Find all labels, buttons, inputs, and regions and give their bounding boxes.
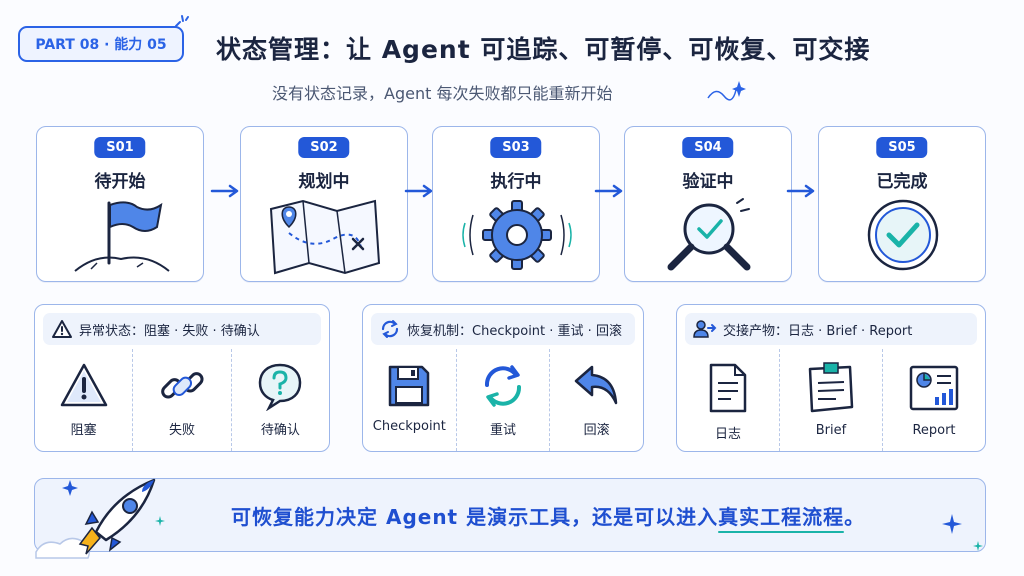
stage-card-s03: S03 执行中 bbox=[432, 126, 600, 282]
handoff-item-report: Report bbox=[882, 349, 985, 451]
stage-label: 待开始 bbox=[94, 172, 146, 192]
conclusion-highlight: 真实工程流程 bbox=[718, 505, 845, 529]
stage-card-s05: S05 已完成 bbox=[818, 126, 986, 282]
undo-icon bbox=[574, 365, 617, 405]
magnifier-check-icon bbox=[667, 198, 751, 271]
panel-header: 交接产物：日志 · Brief · Report bbox=[685, 313, 977, 345]
save-icon bbox=[389, 365, 430, 407]
arrow-right-icon bbox=[594, 184, 623, 198]
sparkle-icon bbox=[942, 514, 962, 534]
item-label: 重试 bbox=[490, 423, 517, 438]
item-label: Brief bbox=[815, 423, 847, 438]
stage-code: S03 bbox=[490, 137, 542, 158]
stage-label: 验证中 bbox=[682, 172, 734, 192]
stage-code: S02 bbox=[298, 137, 350, 158]
panel-header: 异常状态：阻塞 · 失败 · 待确认 bbox=[43, 313, 321, 345]
warning-icon bbox=[52, 320, 72, 338]
item-label: Report bbox=[912, 423, 956, 438]
panel-title: 异常状态：阻塞 · 失败 · 待确认 bbox=[79, 323, 260, 339]
stage-code: S01 bbox=[94, 137, 146, 158]
rocket-icon bbox=[35, 478, 165, 559]
handoff-item-brief: Brief bbox=[779, 349, 882, 451]
refresh-icon bbox=[381, 320, 399, 338]
stage-card-s01: S01 待开始 bbox=[36, 126, 204, 282]
panel-title: 交接产物：日志 · Brief · Report bbox=[723, 323, 913, 339]
stage-code: S04 bbox=[682, 137, 734, 158]
warning-icon bbox=[60, 363, 107, 407]
page-title: 状态管理：让 Agent 可追踪、可暂停、可恢复、可交接 bbox=[216, 35, 871, 64]
panel-title: 恢复机制：Checkpoint · 重试 · 回滚 bbox=[407, 323, 622, 339]
item-label: 失败 bbox=[168, 423, 195, 438]
item-label: Checkpoint bbox=[372, 419, 446, 434]
sparkle-icon bbox=[973, 541, 983, 551]
gear-icon bbox=[462, 200, 572, 270]
stage-card-s04: S04 验证中 bbox=[624, 126, 792, 282]
part-tag-label: PART 08 · 能力 05 bbox=[35, 37, 167, 53]
check-circle-icon bbox=[867, 199, 939, 271]
flag-icon bbox=[74, 201, 170, 272]
exception-item-failed: 失败 bbox=[132, 349, 230, 451]
question-bubble-icon bbox=[259, 363, 302, 411]
broken-link-icon bbox=[161, 372, 204, 399]
part-tag: PART 08 · 能力 05 bbox=[18, 26, 184, 62]
recovery-mechanism-panel: 恢复机制：Checkpoint · 重试 · 回滚 Checkpoint 重试 bbox=[362, 304, 644, 452]
panel-header: 恢复机制：Checkpoint · 重试 · 回滚 bbox=[371, 313, 635, 345]
exception-item-blocked: 阻塞 bbox=[35, 349, 132, 451]
stage-label: 规划中 bbox=[298, 172, 350, 192]
map-icon bbox=[269, 199, 381, 275]
handoff-user-icon bbox=[693, 320, 717, 338]
conclusion-banner: 可恢复能力决定 Agent 是演示工具，还是可以进入真实工程流程。 bbox=[34, 478, 986, 552]
conclusion-text: 可恢复能力决定 Agent 是演示工具，还是可以进入真实工程流程。 bbox=[231, 501, 865, 530]
stage-label: 已完成 bbox=[876, 172, 928, 192]
item-label: 日志 bbox=[714, 427, 741, 442]
exception-item-pending: 待确认 bbox=[230, 349, 329, 451]
retry-icon bbox=[485, 365, 521, 407]
item-label: 待确认 bbox=[260, 423, 300, 438]
arrow-right-icon bbox=[404, 184, 433, 198]
note-icon bbox=[808, 362, 854, 413]
item-label: 阻塞 bbox=[70, 423, 97, 438]
stage-label: 执行中 bbox=[490, 172, 542, 192]
conclusion-text-before: 可恢复能力决定 Agent 是演示工具，还是可以进入 bbox=[231, 505, 719, 529]
item-label: 回滚 bbox=[583, 423, 610, 438]
handoff-item-log: 日志 bbox=[677, 349, 779, 451]
exception-states-panel: 异常状态：阻塞 · 失败 · 待确认 阻塞 失败 bbox=[34, 304, 330, 452]
document-icon bbox=[709, 363, 747, 413]
arrow-right-icon bbox=[210, 184, 239, 198]
sparkle-icon bbox=[175, 15, 189, 27]
conclusion-text-after: 。 bbox=[844, 505, 866, 529]
recovery-item-rollback: 回滚 bbox=[549, 349, 643, 451]
stage-card-s02: S02 规划中 bbox=[240, 126, 408, 282]
sparkle-icon bbox=[707, 81, 746, 101]
report-chart-icon bbox=[909, 365, 959, 411]
recovery-item-checkpoint: Checkpoint bbox=[363, 349, 456, 451]
page-subtitle: 没有状态记录，Agent 每次失败都只能重新开始 bbox=[272, 84, 613, 103]
arrow-right-icon bbox=[786, 184, 815, 198]
recovery-item-retry: 重试 bbox=[455, 349, 550, 451]
handoff-artifacts-panel: 交接产物：日志 · Brief · Report 日志 Brief bbox=[676, 304, 986, 452]
stage-code: S05 bbox=[876, 137, 928, 158]
